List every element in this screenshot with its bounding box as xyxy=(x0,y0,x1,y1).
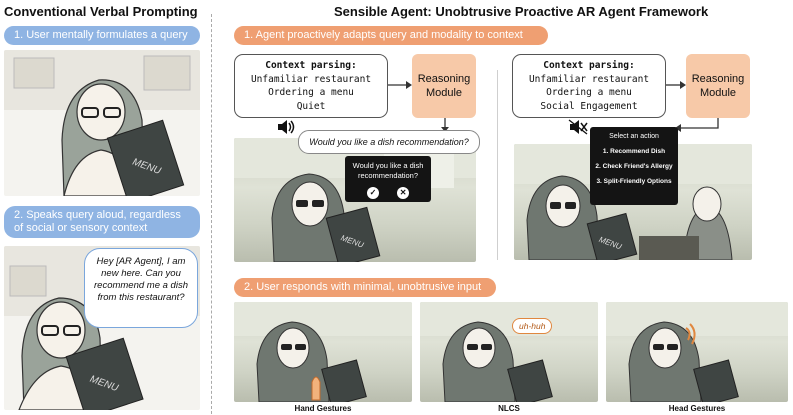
context-line-b2: Ordering a menu xyxy=(546,87,632,98)
caption-nlcs: NLCS xyxy=(498,404,520,413)
nlcs-bubble: uh-huh xyxy=(512,318,553,334)
head-gesture-illustration xyxy=(606,302,788,402)
right-step2-pill: 2. User responds with minimal, unobtrusi… xyxy=(234,278,496,297)
action-panel: Select an action 1. Recommend Dish 2. Ch… xyxy=(590,127,678,205)
scene-nlcs xyxy=(420,302,598,402)
context-line-a2: Ordering a menu xyxy=(268,87,354,98)
menu-text-b: MENU xyxy=(598,235,623,252)
context-title-a: Context parsing: xyxy=(265,60,357,71)
caption-hand-gestures: Hand Gestures xyxy=(294,404,352,413)
scenario-divider xyxy=(497,70,498,260)
context-line-a1: Unfamiliar restaurant xyxy=(250,73,372,85)
option-split[interactable]: 3. Split-Friendly Options xyxy=(596,178,672,185)
option-allergy[interactable]: 2. Check Friend's Allergy xyxy=(595,163,673,170)
arrow-bend-b xyxy=(675,118,719,132)
confirm-panel: Would you like a dish recommendation? ✓ … xyxy=(345,156,431,202)
caption-head-gestures: Head Gestures xyxy=(668,404,726,413)
context-box-a: Context parsing: Unfamiliar restaurant O… xyxy=(234,54,388,118)
context-line-b1: Unfamiliar restaurant xyxy=(528,73,650,85)
arrow-b xyxy=(666,81,686,89)
panel-title: Select an action xyxy=(609,133,659,140)
arrow-down-a xyxy=(441,118,449,132)
nlcs-illustration xyxy=(420,302,598,402)
voice-question-bubble: Would you like a dish recommendation? xyxy=(298,130,480,154)
check-icon[interactable]: ✓ xyxy=(366,187,379,199)
reasoning-module-a: Reasoning Module xyxy=(412,54,476,118)
context-title-b: Context parsing: xyxy=(543,60,635,71)
x-icon[interactable]: ✕ xyxy=(397,187,410,199)
column-divider xyxy=(211,14,212,414)
speaker-on-icon xyxy=(278,120,295,134)
user-thinking-illustration: MENU xyxy=(4,50,200,196)
option-recommend[interactable]: 1. Recommend Dish xyxy=(602,148,666,155)
left-scene-thinking: MENU xyxy=(4,50,200,196)
context-line-b3: Social Engagement xyxy=(540,100,638,112)
left-step2-pill: 2. Speaks query aloud, regardless of soc… xyxy=(4,206,200,238)
panel-question: Would you like a dish recommendation? xyxy=(352,161,424,180)
reasoning-module-b: Reasoning Module xyxy=(686,54,750,118)
right-heading: Sensible Agent: Unobtrusive Proactive AR… xyxy=(334,4,709,19)
menu-text-a: MENU xyxy=(340,233,365,250)
scene-hand-gestures xyxy=(234,302,412,402)
arrow-a xyxy=(388,81,412,89)
left-heading: Conventional Verbal Prompting xyxy=(4,4,198,19)
context-line-a3: Quiet xyxy=(296,100,326,112)
right-step1-pill: 1. Agent proactively adapts query and mo… xyxy=(234,26,548,45)
hand-gesture-illustration xyxy=(234,302,412,402)
speech-bubble: Hey [AR Agent], I am new here. Can you r… xyxy=(84,248,198,328)
speaker-muted-icon xyxy=(568,119,588,135)
left-step1-pill: 1. User mentally formulates a query xyxy=(4,26,200,45)
scene-head-gestures xyxy=(606,302,788,402)
context-box-b: Context parsing: Unfamiliar restaurant O… xyxy=(512,54,666,118)
